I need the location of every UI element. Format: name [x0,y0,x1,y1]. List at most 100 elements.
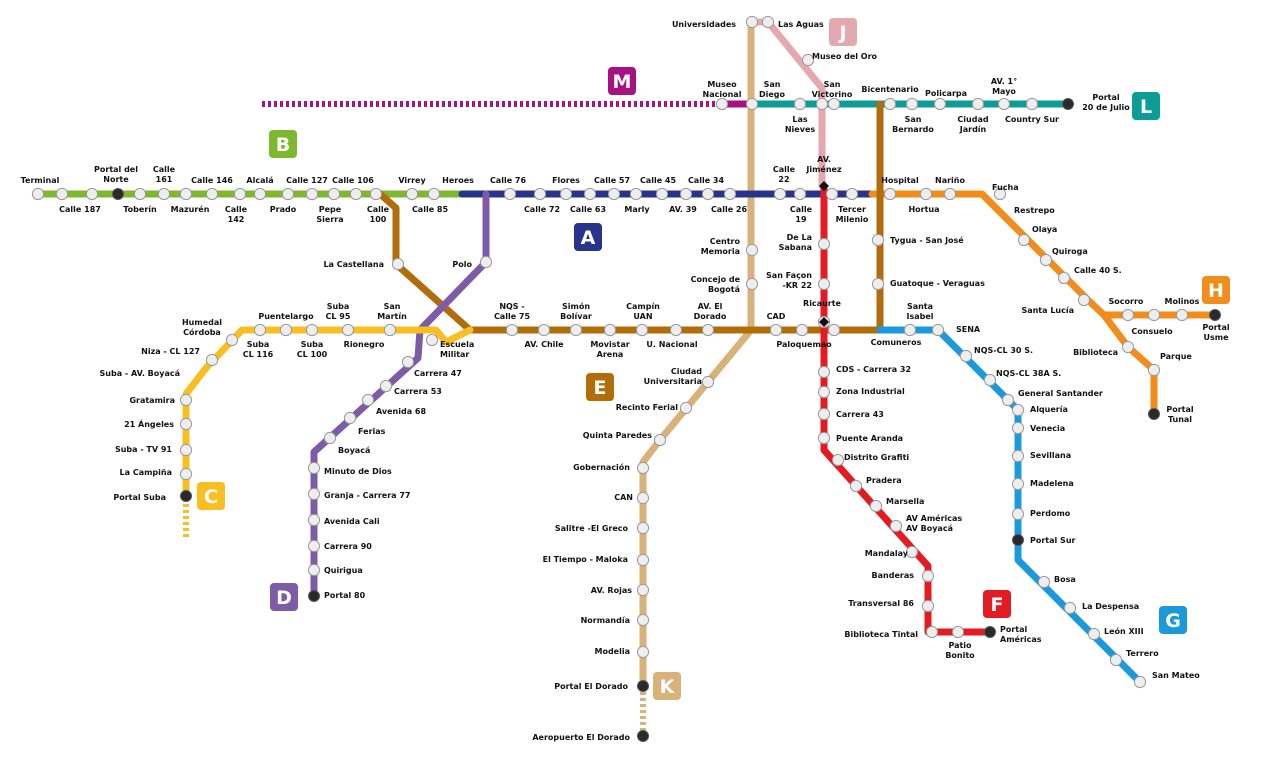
station-marker[interactable] [323,431,337,445]
station-marker[interactable] [825,187,839,201]
terminal-marker[interactable] [1062,98,1074,110]
station-marker[interactable] [849,479,863,493]
station-marker[interactable] [827,97,841,111]
station-marker[interactable] [931,323,945,337]
station-marker[interactable] [817,277,831,291]
station-marker[interactable] [1087,627,1101,641]
station-marker[interactable] [701,187,715,201]
station-marker[interactable] [559,187,573,201]
station-marker[interactable] [903,323,917,337]
station-marker[interactable] [179,187,193,201]
station-marker[interactable] [745,15,759,29]
station-marker[interactable] [817,407,831,421]
station-marker[interactable] [1063,601,1077,615]
station-marker[interactable] [253,187,267,201]
station-marker[interactable] [653,433,667,447]
terminal-marker[interactable] [1209,309,1221,321]
station-marker[interactable] [1039,253,1053,267]
station-marker[interactable] [253,323,267,337]
station-marker[interactable] [831,453,845,467]
station-marker[interactable] [636,491,650,505]
station-marker[interactable] [701,375,715,389]
station-marker[interactable] [1037,575,1051,589]
station-marker[interactable] [745,97,759,111]
station-marker[interactable] [761,15,775,29]
station-marker[interactable] [307,461,321,475]
station-marker[interactable] [883,97,897,111]
station-marker[interactable] [1121,308,1135,322]
station-marker[interactable] [349,187,363,201]
station-marker[interactable] [1011,449,1025,463]
station-marker[interactable] [817,431,831,445]
station-marker[interactable] [1017,233,1031,247]
station-marker[interactable] [427,187,441,201]
station-marker[interactable] [327,187,341,201]
station-marker[interactable] [905,97,919,111]
station-marker[interactable] [636,645,650,659]
station-marker[interactable] [405,187,419,201]
station-marker[interactable] [629,187,643,201]
station-marker[interactable] [425,333,439,347]
station-marker[interactable] [933,97,947,111]
station-marker[interactable] [869,499,883,513]
station-marker[interactable] [815,97,829,111]
station-marker[interactable] [635,323,649,337]
station-marker[interactable] [279,323,293,337]
station-marker[interactable] [871,233,885,247]
station-marker[interactable] [983,373,997,387]
station-marker[interactable] [745,277,759,291]
station-marker[interactable] [993,187,1007,201]
station-marker[interactable] [801,53,815,67]
station-marker[interactable] [636,553,650,567]
terminal-marker[interactable] [984,626,996,638]
station-marker[interactable] [655,187,669,201]
station-marker[interactable] [793,97,807,111]
station-marker[interactable] [179,393,193,407]
station-marker[interactable] [636,521,650,535]
station-marker[interactable] [951,625,965,639]
station-marker[interactable] [921,569,935,583]
station-marker[interactable] [1025,97,1039,111]
station-marker[interactable] [1001,393,1015,407]
station-marker[interactable] [1121,340,1135,354]
station-marker[interactable] [943,187,957,201]
station-marker[interactable] [679,187,693,201]
station-marker[interactable] [793,187,807,201]
terminal-marker[interactable] [637,680,649,692]
station-marker[interactable] [679,401,693,415]
station-marker[interactable] [307,513,321,527]
terminal-marker[interactable] [1148,408,1160,420]
station-marker[interactable] [85,187,99,201]
station-marker[interactable] [925,625,939,639]
station-marker[interactable] [305,187,319,201]
terminal-marker[interactable] [1012,534,1024,546]
station-marker[interactable] [795,323,809,337]
station-marker[interactable] [569,323,583,337]
station-marker[interactable] [133,187,147,201]
station-marker[interactable] [827,323,841,337]
station-marker[interactable] [603,323,617,337]
station-marker[interactable] [773,187,787,201]
station-marker[interactable] [537,323,551,337]
station-marker[interactable] [607,187,621,201]
station-marker[interactable] [889,519,903,533]
station-marker[interactable] [383,323,397,337]
station-marker[interactable] [341,323,355,337]
station-marker[interactable] [205,353,219,367]
station-marker[interactable] [583,187,597,201]
station-marker[interactable] [921,599,935,613]
station-marker[interactable] [997,97,1011,111]
station-marker[interactable] [959,349,973,363]
station-marker[interactable] [361,393,375,407]
station-marker[interactable] [845,187,859,201]
station-marker[interactable] [1147,308,1161,322]
station-marker[interactable] [971,97,985,111]
station-marker[interactable] [369,187,383,201]
station-marker[interactable] [905,545,919,559]
station-marker[interactable] [883,187,897,201]
station-marker[interactable] [307,563,321,577]
station-marker[interactable] [479,255,493,269]
station-marker[interactable] [1011,421,1025,435]
terminal-marker[interactable] [637,730,649,742]
terminal-marker[interactable] [112,188,124,200]
